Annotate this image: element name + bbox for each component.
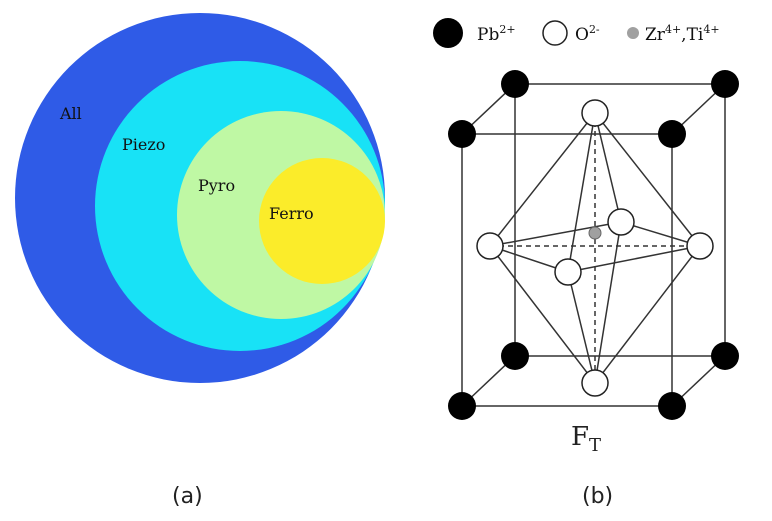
pb-atom (711, 70, 739, 98)
pb-atom (658, 120, 686, 148)
o-legend-icon (542, 20, 568, 46)
legend-pb: Pb2+ (477, 23, 516, 45)
circle-ferro (259, 158, 385, 284)
caption-b: (b) (582, 484, 613, 509)
o-atom (581, 369, 609, 397)
lattice-legend: Pb2+ O2- Zr4+,Ti4+ (433, 18, 720, 48)
o-atom (686, 232, 714, 260)
caption-a: (a) (172, 484, 203, 509)
o-atoms (476, 99, 714, 397)
label-ferro: Ferro (269, 204, 314, 223)
pb-atom (501, 342, 529, 370)
label-all: All (59, 104, 82, 123)
zrti-atom (588, 226, 602, 240)
pb-atom (448, 120, 476, 148)
pb-atom (501, 70, 529, 98)
o-atom (554, 258, 582, 286)
o-atom (581, 99, 609, 127)
venn-diagram: All Piezo Pyro Ferro (a) (15, 13, 385, 509)
label-pyro: Pyro (198, 176, 235, 195)
pb-atom (711, 342, 739, 370)
pb-atoms (448, 70, 739, 420)
label-ft: FT (571, 422, 601, 456)
cell-front-face (461, 133, 673, 407)
pb-atom (448, 392, 476, 420)
pb-legend-icon (433, 18, 463, 48)
pb-atom (658, 392, 686, 420)
cell-back-face (514, 83, 726, 357)
legend-o: O2- (575, 23, 600, 45)
o-atom (476, 232, 504, 260)
o-atom (607, 208, 635, 236)
zrti-legend-icon (627, 27, 639, 39)
label-piezo: Piezo (122, 135, 165, 154)
legend-zr-ti: Zr4+,Ti4+ (645, 23, 720, 45)
